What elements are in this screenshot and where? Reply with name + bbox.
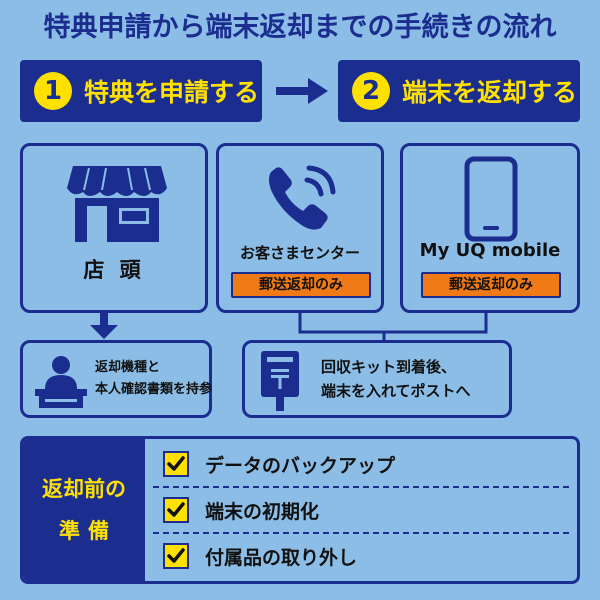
customer-center-option-card: お客さまセンター 郵送返却のみ bbox=[216, 143, 384, 313]
bring-line-2: 本人確認書類を持参 bbox=[95, 382, 213, 397]
post-line-1: 回収キット到着後、 bbox=[321, 358, 457, 376]
checklist-item: 端末の初期化 bbox=[145, 487, 577, 533]
checklist-item-label: 端末の初期化 bbox=[205, 500, 320, 523]
step-label: 端末を返却する bbox=[402, 78, 578, 107]
bring-instructions: 返却機種と 本人確認書類を持参 bbox=[95, 357, 212, 401]
phone-icon bbox=[269, 165, 336, 230]
checklist-item: 付属品の取り外し bbox=[145, 533, 577, 579]
checkmark-icon bbox=[163, 543, 189, 569]
preparation-title-line-2: 準備 bbox=[59, 519, 117, 543]
step-number: 1 bbox=[34, 72, 72, 110]
preparation-panel: 返却前の 準備 データのバックアップ 端末の初期化 付属品の取り外し bbox=[20, 436, 580, 584]
step-number: 2 bbox=[352, 72, 390, 110]
postbox-icon bbox=[261, 351, 299, 411]
my-uq-mobile-option-card: My UQ mobile 郵送返却のみ bbox=[400, 143, 580, 313]
preparation-title-line-1: 返却前の bbox=[42, 477, 126, 501]
dashed-divider bbox=[153, 486, 569, 488]
step-label: 特典を申請する bbox=[84, 78, 260, 107]
store-label: 店 頭 bbox=[83, 258, 145, 282]
mail-return-only-badge: 郵送返却のみ bbox=[231, 272, 371, 298]
page-title: 特典申請から端末返却までの手続きの流れ bbox=[43, 12, 557, 43]
step-2-return: 2 端末を返却する bbox=[338, 60, 580, 122]
store-option-card: 店 頭 bbox=[20, 143, 208, 313]
store-icon bbox=[67, 166, 167, 242]
smartphone-icon bbox=[464, 156, 518, 242]
bring-device-box: 返却機種と 本人確認書類を持参 bbox=[20, 340, 212, 418]
checkmark-icon bbox=[163, 451, 189, 477]
checklist-item-label: 付属品の取り外し bbox=[205, 546, 358, 569]
checkmark-icon bbox=[163, 497, 189, 523]
right-arrow-icon bbox=[276, 78, 328, 104]
preparation-heading: 返却前の 準備 bbox=[23, 439, 145, 581]
my-uq-mobile-name: My UQ mobile bbox=[419, 240, 561, 261]
step-1-apply: 1 特典を申請する bbox=[20, 60, 262, 122]
customer-center-name: お客さまセンター bbox=[239, 244, 360, 262]
checklist-item: データのバックアップ bbox=[145, 441, 577, 487]
post-line-2: 端末を入れてポストへ bbox=[321, 382, 471, 400]
counter-staff-icon bbox=[35, 356, 87, 408]
mail-return-only-badge: 郵送返却のみ bbox=[421, 272, 561, 298]
post-instructions: 回収キット到着後、 端末を入れてポストへ bbox=[321, 355, 471, 403]
bring-line-1: 返却機種と bbox=[95, 360, 161, 375]
checklist-item-label: データのバックアップ bbox=[205, 454, 396, 477]
post-return-box: 回収キット到着後、 端末を入れてポストへ bbox=[242, 340, 512, 418]
dashed-divider bbox=[153, 532, 569, 534]
